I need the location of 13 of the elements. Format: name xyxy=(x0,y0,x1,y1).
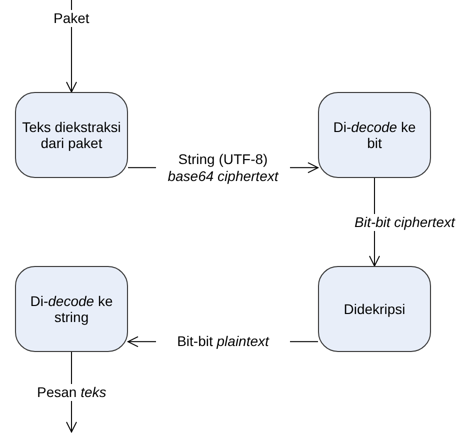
node-text: Di-decode ke bit xyxy=(332,119,417,151)
process-box xyxy=(318,266,431,352)
edge-label: Bit-bit ciphertext xyxy=(352,214,457,230)
node-text: Di-decode ke string xyxy=(29,293,114,325)
edge-label: Paket xyxy=(52,10,92,27)
node-text: Teks diekstraksi dari paket xyxy=(22,119,121,151)
edge-label: Pesan teks xyxy=(35,384,108,400)
node-text: Didekripsi xyxy=(344,301,406,317)
edge-label: Bit-bit plaintext xyxy=(156,333,290,350)
process-box xyxy=(15,266,128,352)
process-box xyxy=(318,92,431,178)
edge-label: String (UTF-8) base64 ciphertext xyxy=(156,150,290,185)
process-box xyxy=(15,92,128,178)
